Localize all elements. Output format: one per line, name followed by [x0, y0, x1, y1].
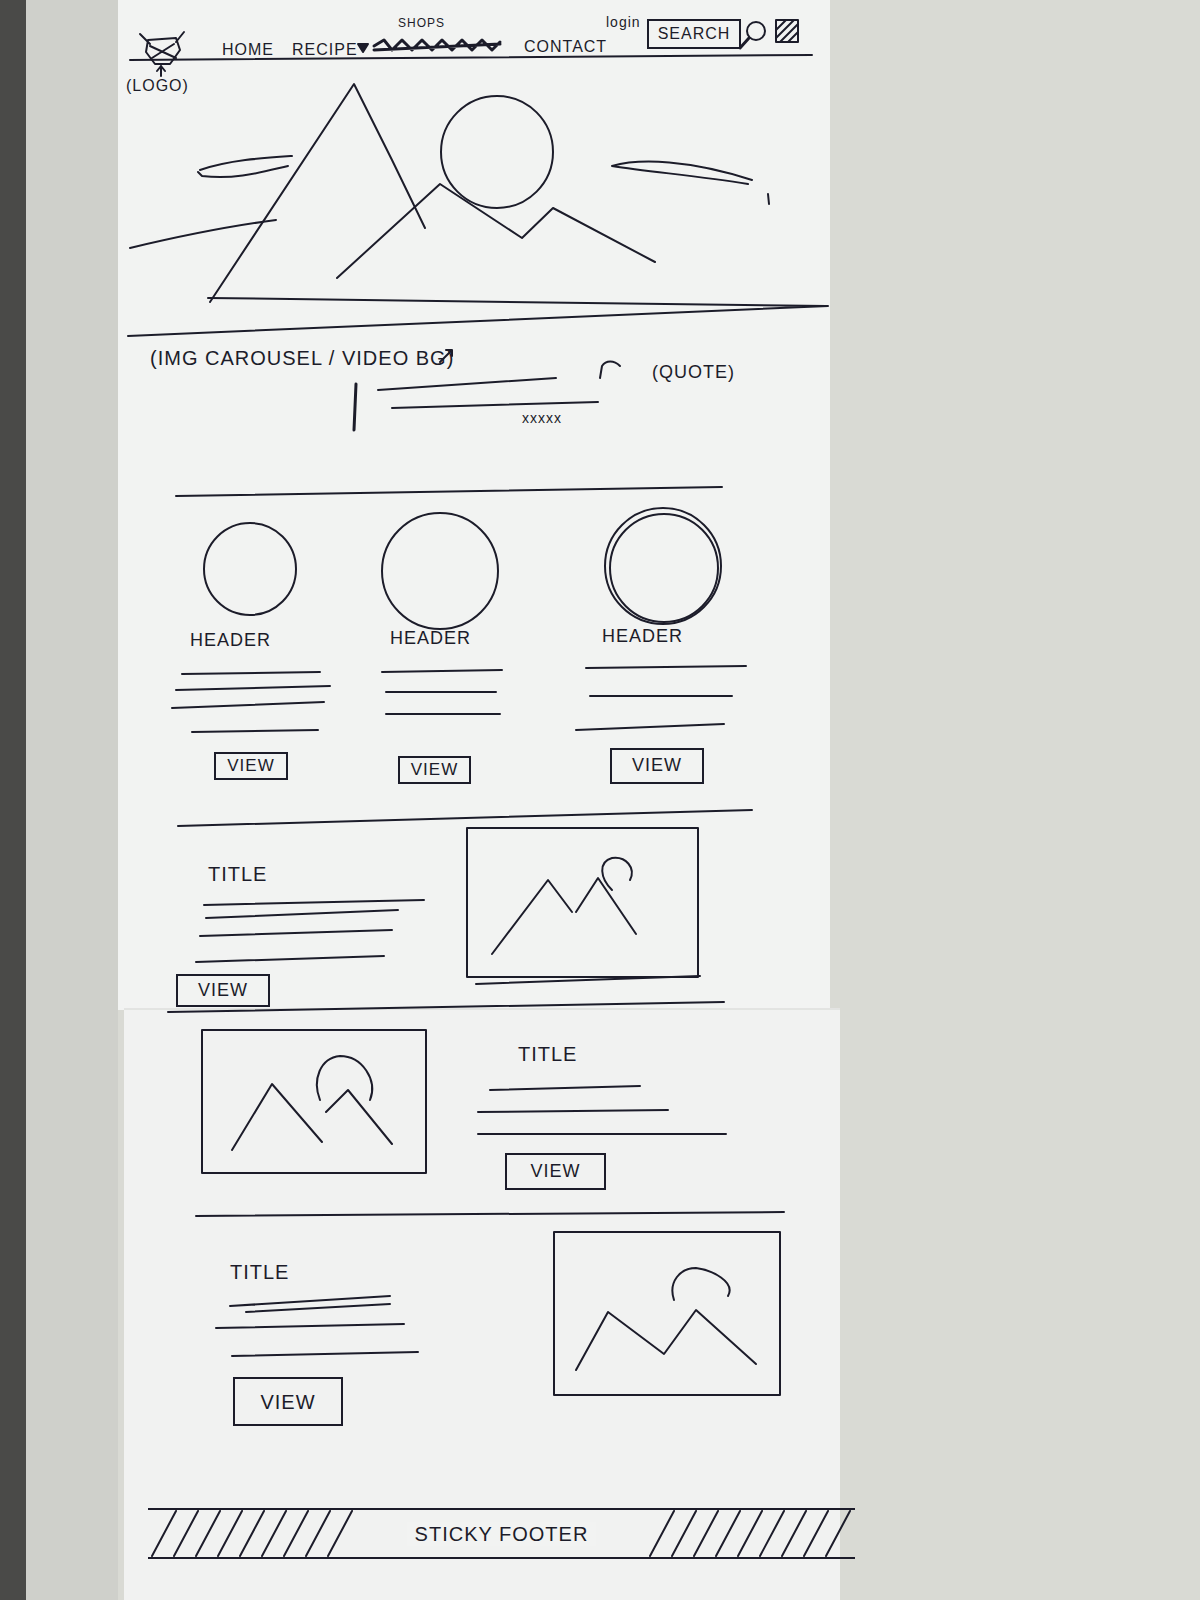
- cloud: [130, 220, 276, 248]
- feature-circle: [382, 513, 498, 629]
- node-text: VIEW: [227, 756, 274, 776]
- feature-header: HEADER: [602, 626, 683, 648]
- feature-circle: [204, 523, 296, 615]
- hatched-square: [776, 20, 798, 42]
- image-sun: [602, 858, 632, 890]
- hero-bottom-line: [128, 298, 828, 336]
- quote-mark: [600, 362, 620, 379]
- mountain: [210, 84, 425, 302]
- mountain: [337, 184, 655, 278]
- door-edge: [0, 0, 26, 1600]
- section-note: (IMG CAROUSEL / VIDEO BG): [150, 346, 454, 370]
- image-placeholder: [554, 1232, 780, 1395]
- logo-caption: (LOGO): [126, 76, 189, 95]
- node-text: VIEW: [530, 1161, 580, 1183]
- footer-hatching: [152, 1511, 352, 1556]
- paper-sheet: [124, 1008, 840, 1600]
- hatching: [776, 20, 798, 42]
- node-text: SEARCH: [658, 24, 731, 43]
- paper-sheet: [118, 0, 830, 1010]
- image-placeholder: [467, 828, 698, 977]
- block-title: TITLE: [518, 1042, 577, 1066]
- node-text: STICKY FOOTER: [407, 1522, 597, 1546]
- text-lines: [172, 672, 330, 732]
- feature-circle: [610, 514, 718, 622]
- section-divider: [178, 810, 752, 826]
- feature-header: HEADER: [390, 628, 471, 650]
- dropdown-caret: [358, 44, 368, 52]
- image-sun: [317, 1056, 372, 1100]
- quote-author: xxxxx: [522, 410, 562, 427]
- view-button: VIEW: [505, 1153, 606, 1190]
- quote-bar: [354, 384, 356, 430]
- node-text: VIEW: [632, 755, 682, 777]
- door-frame: [26, 0, 118, 1600]
- section-divider: [176, 487, 722, 496]
- sun: [441, 96, 553, 208]
- node-text: VIEW: [198, 980, 248, 1002]
- node-text: VIEW: [411, 760, 458, 780]
- text-lines: [576, 666, 746, 730]
- text-lines: [216, 1296, 418, 1356]
- text-lines: [478, 1086, 726, 1134]
- feature-header: HEADER: [190, 630, 271, 652]
- image-mountains: [576, 1310, 756, 1370]
- nav-item: HOME: [222, 40, 274, 59]
- search-box: SEARCH: [647, 19, 741, 49]
- image-sun: [672, 1268, 729, 1300]
- cloud: [612, 162, 769, 204]
- view-button: VIEW: [610, 748, 704, 784]
- view-button: VIEW: [176, 974, 270, 1007]
- cloud: [198, 156, 292, 177]
- nav-item: RECIPE: [292, 40, 358, 59]
- node-text: VIEW: [260, 1390, 315, 1414]
- logo-arrow: [157, 66, 165, 76]
- sheet-edge: [124, 1009, 840, 1010]
- nav-item: CONTACT: [524, 37, 607, 56]
- block-title: TITLE: [230, 1260, 289, 1284]
- nav-note: login: [606, 14, 641, 31]
- view-button: VIEW: [398, 756, 471, 784]
- scribble: [374, 40, 500, 50]
- nav-note: SHOPS: [398, 16, 445, 30]
- search-icon-handle: [740, 38, 749, 48]
- image-placeholder: [202, 1030, 426, 1173]
- image-mountains: [232, 1084, 392, 1150]
- section-note: (QUOTE): [652, 362, 735, 384]
- text-lines: [382, 670, 502, 714]
- text-lines: [196, 900, 424, 962]
- sticky-footer: STICKY FOOTER: [148, 1508, 855, 1559]
- view-button: VIEW: [214, 752, 288, 780]
- view-button: VIEW: [233, 1377, 343, 1426]
- section-divider: [196, 1212, 784, 1216]
- feature-circle: [605, 508, 721, 624]
- logo-sketch: [140, 32, 184, 64]
- quote-text-lines: [378, 378, 598, 408]
- image-mountains: [492, 878, 636, 954]
- block-title: TITLE: [208, 862, 267, 886]
- footer-hatching: [650, 1511, 850, 1556]
